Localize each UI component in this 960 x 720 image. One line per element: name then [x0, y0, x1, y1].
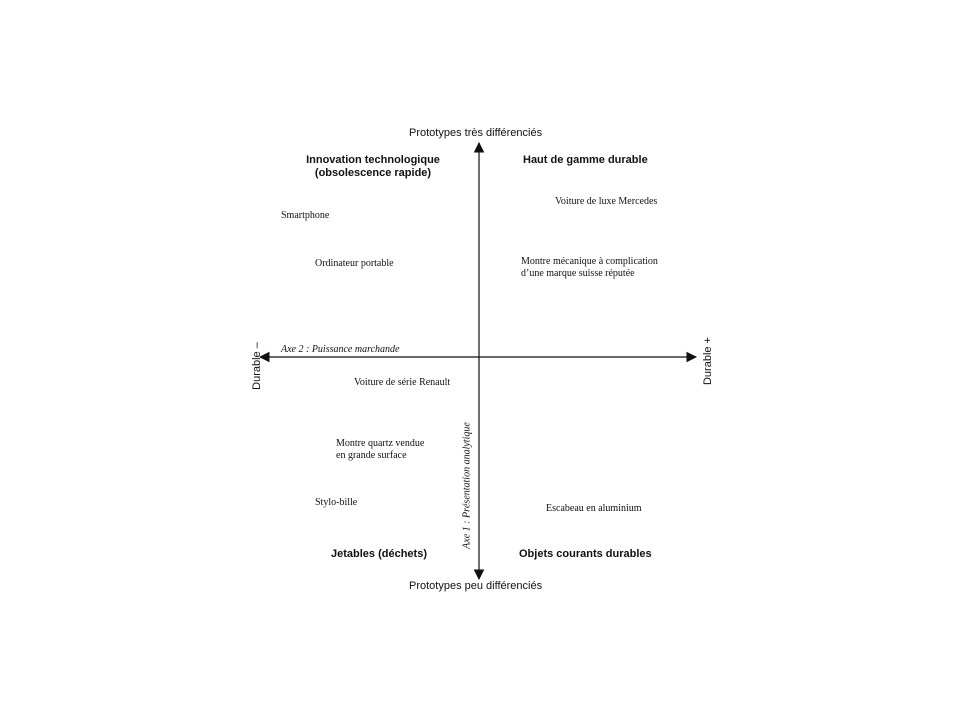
quadrant-top-right-title: Haut de gamme durable	[523, 154, 648, 166]
quadrant-bottom-left-title: Jetables (déchets)	[331, 548, 427, 560]
item-smartphone: Smartphone	[281, 210, 330, 221]
item-voiture-renault: Voiture de série Renault	[354, 377, 451, 388]
item-montre-quartz: Montre quartz vendue en grande surface	[336, 438, 424, 462]
item-ordinateur-portable: Ordinateur portable	[315, 258, 394, 269]
item-escabeau: Escabeau en aluminium	[546, 503, 642, 514]
pole-left-label: Durable –	[251, 342, 263, 390]
axis1-title: Axe 1 : Présentation analytique	[461, 422, 473, 549]
pole-right-label: Durable +	[702, 337, 714, 386]
quadrant-bottom-right-title: Objets courants durables	[519, 548, 652, 560]
quadrant-top-left-line2: (obsolescence rapide)	[314, 167, 432, 179]
quadrant-top-left-line1: Innovation technologique	[306, 154, 440, 166]
item-montre-mecanique-line2: d’une marque suisse réputée	[521, 268, 635, 279]
pole-bottom-label: Prototypes peu différenciés	[409, 580, 543, 592]
item-montre-mecanique: Montre mécanique à complication d’une ma…	[521, 256, 658, 280]
item-montre-mecanique-line1: Montre mécanique à complication	[521, 256, 658, 267]
item-montre-quartz-line1: Montre quartz vendue	[336, 438, 425, 449]
axis2-title: Axe 2 : Puissance marchande	[281, 344, 400, 355]
item-voiture-mercedes: Voiture de luxe Mercedes	[555, 196, 658, 207]
quadrant-top-left-title: Innovation technologique (obsolescence r…	[293, 154, 453, 180]
pole-top-label: Prototypes très différenciés	[409, 127, 543, 139]
item-montre-quartz-line2: en grande surface	[336, 450, 407, 461]
item-stylo-bille: Stylo-bille	[315, 497, 358, 508]
